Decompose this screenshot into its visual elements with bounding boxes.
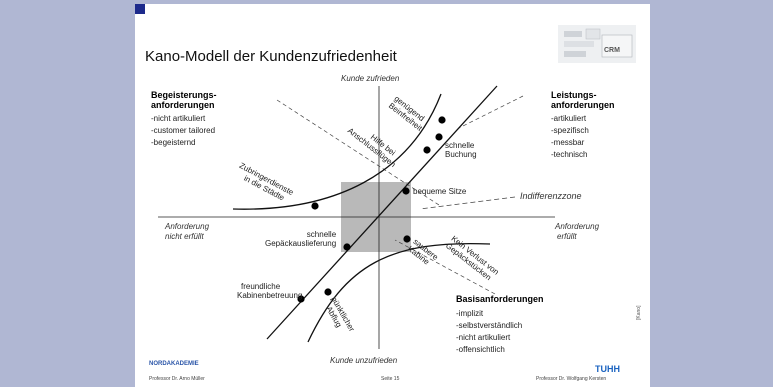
crm-logo xyxy=(558,25,636,63)
basis-item: -implizit xyxy=(456,309,484,318)
axis-left-label-1: Anforderung xyxy=(165,222,210,231)
label-betreuung: freundliche Kabinenbetreuung xyxy=(237,282,302,300)
basis-item: -offensichtlich xyxy=(456,345,505,354)
point-hilfe xyxy=(423,146,431,154)
point-betreuung xyxy=(297,295,305,303)
leistung-item: -messbar xyxy=(551,138,585,147)
kano-diagram xyxy=(158,85,555,349)
label-buchung-line-1: schnelle xyxy=(445,141,475,150)
footer-right-prof: Professor Dr. Wolfgang Kersten xyxy=(536,376,607,382)
footer-left-prof: Professor Dr. Arno Müller xyxy=(149,376,205,382)
basic-curve xyxy=(307,242,491,343)
excitement-curve xyxy=(232,93,442,210)
axis-right-label-2: erfüllt xyxy=(557,232,577,241)
corner-marker xyxy=(135,4,145,14)
begeisterung-title-1: Begeisterungs- xyxy=(151,90,217,100)
begeisterung-item: -nicht artikuliert xyxy=(151,114,206,123)
point-buchung xyxy=(435,133,443,141)
leistung-item: -technisch xyxy=(551,150,588,159)
label-gepaeck: schnelle Gepäckauslieferung xyxy=(265,230,336,248)
side-code: [Kano] xyxy=(636,305,642,320)
axis-right-label-1: Anforderung xyxy=(555,222,600,231)
label-buchung-line-2: Buchung xyxy=(445,150,477,159)
basis-item: -selbstverständlich xyxy=(456,321,523,330)
begeisterung-item: -customer tailored xyxy=(151,126,216,135)
footer-left-logo: NORDAKADEMIE xyxy=(149,361,199,367)
indifferenz-label: Indifferenzzone xyxy=(520,191,582,201)
leader-leistung xyxy=(458,95,524,129)
leistung-title-1: Leistungs- xyxy=(551,90,597,100)
label-betreuung-line-2: Kabinenbetreuung xyxy=(237,291,303,300)
footer-page: Seite 15 xyxy=(381,376,400,382)
label-sitze: bequeme Sitze xyxy=(413,187,467,196)
basis-item: -nicht artikuliert xyxy=(456,333,511,342)
leistung-item: -artikuliert xyxy=(551,114,587,123)
point-beinfreiheit xyxy=(438,116,446,124)
begeisterung-item: -begeisternd xyxy=(151,138,196,147)
begeisterung-title-2: anforderungen xyxy=(151,100,215,110)
basis-title: Basisanforderungen xyxy=(456,294,544,304)
axis-top-label: Kunde zufrieden xyxy=(341,74,400,83)
point-kabine xyxy=(403,235,411,243)
point-sitze xyxy=(402,187,410,195)
label-buchung: schnelle Buchung xyxy=(445,141,477,159)
leistung-item: -spezifisch xyxy=(551,126,589,135)
footer-right-logo: TUHH xyxy=(595,364,620,374)
slide: Kano-Modell der Kundenzufriedenheit CRM xyxy=(135,4,650,387)
label-betreuung-line-1: freundliche xyxy=(241,282,281,291)
crm-logo-text: CRM xyxy=(604,47,620,54)
slide-title: Kano-Modell der Kundenzufriedenheit xyxy=(145,48,397,65)
point-abflug xyxy=(324,288,332,296)
performance-line xyxy=(266,85,498,340)
axis-left-label-2: nicht erfüllt xyxy=(165,232,204,241)
label-gepaeck-line-1: schnelle xyxy=(306,230,337,239)
leistung-title-2: anforderungen xyxy=(551,100,615,110)
point-zubringer xyxy=(311,202,319,210)
point-gepaeck xyxy=(343,243,351,251)
leader-indifferenz xyxy=(419,196,516,210)
axis-bottom-label: Kunde unzufrieden xyxy=(330,356,398,365)
label-gepaeck-line-2: Gepäckauslieferung xyxy=(265,239,337,248)
